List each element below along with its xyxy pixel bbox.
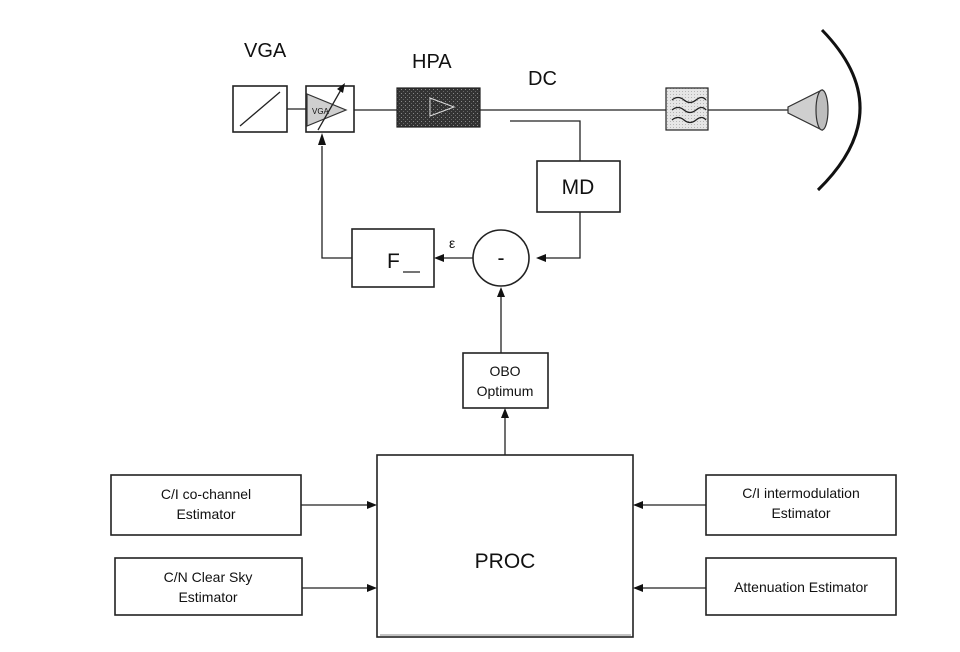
dc-label: DC [528,68,557,90]
ci-cochannel-label-line2: Estimator [176,506,235,522]
obo-label-line1: OBO [489,363,520,379]
reflector-dish-icon [816,28,862,192]
amplifier-icon [306,93,348,127]
attenuation-estimator-block [705,557,897,616]
vga-label: VGA [244,40,287,62]
proc-label: PROC [475,550,536,573]
cn-clearsky-estimator-block [114,557,303,616]
filter-block [665,87,709,131]
ci-cochannel-label-line1: C/I co-channel [161,486,251,502]
hpa-amplifier-icon [429,97,456,117]
proc-block [376,454,634,638]
subtractor-symbol: - [498,247,505,270]
ci-cochannel-estimator-block [110,474,302,536]
vga-block: VGA [232,83,355,133]
ci-intermod-label-line1: C/I intermodulation [742,485,860,501]
obo-label-line2: Optimum [477,383,534,399]
hpa-block [396,87,481,128]
cn-clearsky-label-line1: C/N Clear Sky [164,569,253,585]
ci-intermod-estimator-block [705,474,897,536]
horn-feed-icon [787,89,829,131]
epsilon-label: ε [449,235,455,251]
md-block [536,160,621,213]
cn-clearsky-label-line2: Estimator [178,589,237,605]
obo-optimum-block [462,352,549,409]
md-label: MD [562,176,595,199]
attenuation-label: Attenuation Estimator [734,579,868,595]
vga-chip-label: VGA [312,107,330,116]
hpa-label: HPA [412,51,452,73]
filter-f-label: F [387,250,400,273]
ci-intermod-label-line2: Estimator [771,505,830,521]
